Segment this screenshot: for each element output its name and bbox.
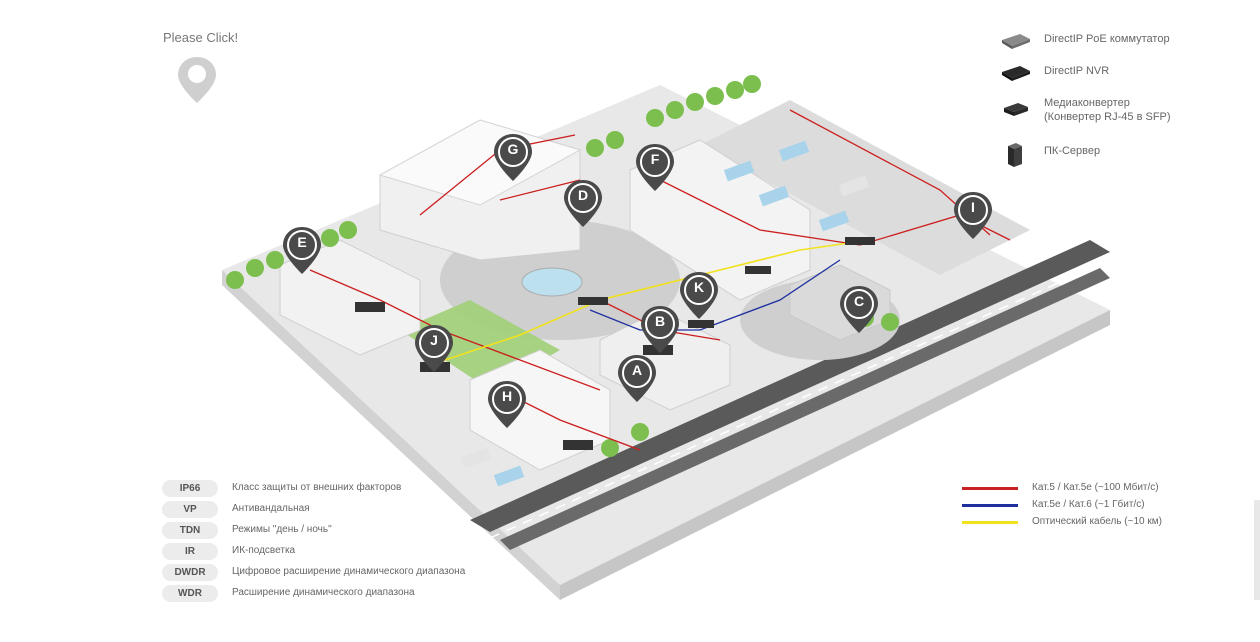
feature-row: TDN Режимы "день / ночь" <box>162 522 562 540</box>
feature-badge: DWDR <box>162 564 218 581</box>
cable-swatch-blue <box>962 504 1018 507</box>
marker-d[interactable]: D <box>563 179 603 229</box>
cable-label: Оптический кабель (~10 км) <box>1032 516 1162 527</box>
feature-row: IR ИК-подсветка <box>162 543 562 561</box>
marker-k[interactable]: K <box>679 271 719 321</box>
feature-description: Класс защиты от внешних факторов <box>232 482 402 493</box>
legend-media-converter-label: Медиаконвертер <box>1044 97 1130 109</box>
cable-row: Кат.5e / Кат.6 (~1 Гбит/с) <box>962 498 1252 514</box>
feature-description: Режимы "день / ночь" <box>232 524 332 535</box>
feature-badge: TDN <box>162 522 218 539</box>
feature-row: VP Антивандальная <box>162 501 562 519</box>
cable-label: Кат.5 / Кат.5e (~100 Мбит/с) <box>1032 482 1159 493</box>
cable-row: Кат.5 / Кат.5e (~100 Мбит/с) <box>962 481 1252 497</box>
marker-label: J <box>430 332 438 348</box>
media-converter-icon <box>1004 103 1028 116</box>
marker-j[interactable]: J <box>414 324 454 374</box>
feature-description: ИК-подсветка <box>232 545 296 556</box>
feature-badge: IP66 <box>162 480 218 497</box>
feature-row: IP66 Класс защиты от внешних факторов <box>162 480 562 498</box>
marker-label: G <box>507 141 519 157</box>
legend-poe-switch: DirectIP PoE коммутатор <box>1000 30 1250 54</box>
feature-badge: WDR <box>162 585 218 602</box>
marker-label: F <box>650 151 660 167</box>
poe-switch-icon <box>1002 34 1030 49</box>
feature-description: Расширение динамического диапазона <box>232 587 415 598</box>
cable-label: Кат.5e / Кат.6 (~1 Гбит/с) <box>1032 499 1145 510</box>
marker-label: E <box>297 234 307 250</box>
cable-swatch-yellow <box>962 521 1018 524</box>
feature-badge: IR <box>162 543 218 560</box>
cable-swatch-red <box>962 487 1018 490</box>
marker-label: C <box>853 293 865 309</box>
legend-media-converter: Медиаконвертер (Конвертер RJ-45 в SFP) <box>1000 94 1250 128</box>
server-icon <box>1008 143 1022 167</box>
marker-label: B <box>654 313 666 329</box>
marker-label: A <box>631 362 643 378</box>
legend-server: ПК-Сервер <box>1000 140 1250 170</box>
legend-nvr: DirectIP NVR <box>1000 62 1250 86</box>
marker-e[interactable]: E <box>282 226 322 276</box>
feature-badge: VP <box>162 501 218 518</box>
marker-label: H <box>501 388 513 404</box>
marker-a[interactable]: A <box>617 354 657 404</box>
marker-i[interactable]: I <box>953 191 993 241</box>
please-click-label: Please Click! <box>163 30 239 45</box>
marker-label: D <box>577 187 589 203</box>
marker-f[interactable]: F <box>635 143 675 193</box>
scrollbar[interactable] <box>1254 500 1260 600</box>
marker-b[interactable]: B <box>640 305 680 355</box>
legend-media-converter-sublabel: (Конвертер RJ-45 в SFP) <box>1044 111 1171 123</box>
map-pin-icon[interactable] <box>176 55 218 105</box>
cable-row: Оптический кабель (~10 км) <box>962 515 1252 531</box>
marker-h[interactable]: H <box>487 380 527 430</box>
marker-label: K <box>693 279 705 295</box>
nvr-icon <box>1002 66 1030 81</box>
feature-row: DWDR Цифровое расширение динамического д… <box>162 564 562 582</box>
marker-c[interactable]: C <box>839 285 879 335</box>
marker-g[interactable]: G <box>493 133 533 183</box>
feature-description: Цифровое расширение динамического диапаз… <box>232 566 466 577</box>
feature-row: WDR Расширение динамического диапазона <box>162 585 562 603</box>
feature-description: Антивандальная <box>232 503 310 514</box>
marker-label: I <box>971 199 975 215</box>
